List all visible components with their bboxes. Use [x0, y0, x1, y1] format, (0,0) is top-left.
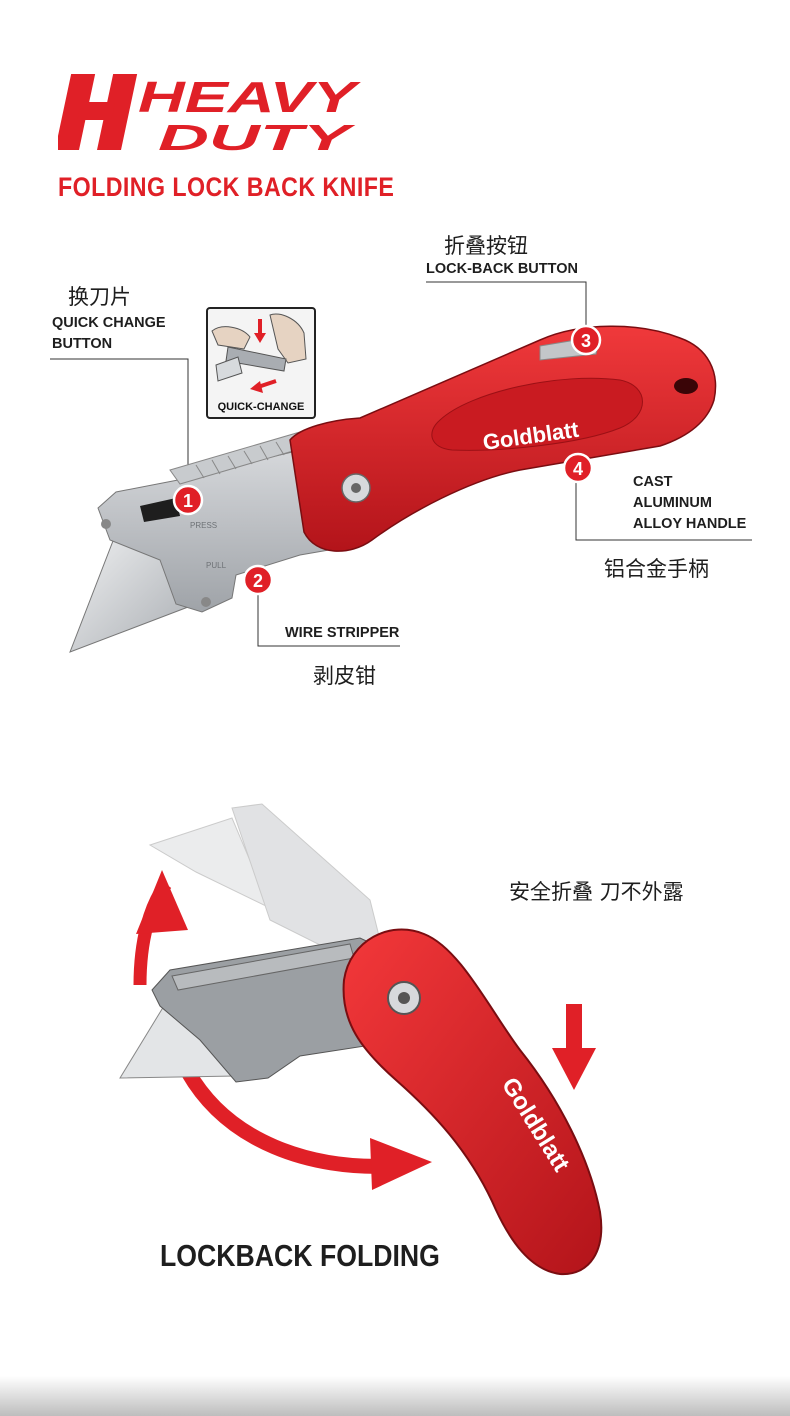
- logo-line2: DUTY: [158, 117, 356, 154]
- callout-4-en: CAST ALUMINUM ALLOY HANDLE: [633, 474, 747, 532]
- ghost-blade-position: [148, 803, 381, 951]
- pull-mark: PULL: [206, 561, 227, 570]
- press-mark: PRESS: [190, 521, 217, 530]
- knife-open-illustration: PRESS PULL Goldblatt 1 2 3 4: [50, 281, 752, 653]
- quick-change-label: QUICK-CHANGE: [217, 401, 305, 413]
- logo-line1: HEAVY: [138, 73, 361, 122]
- marker-3: 3: [570, 324, 602, 356]
- callout-2-cn: 剥皮钳: [313, 664, 376, 688]
- hand-press-icon: [211, 313, 307, 393]
- marker-2: 2: [242, 564, 274, 596]
- quick-change-inset: QUICK-CHANGE: [206, 307, 316, 419]
- svg-text:3: 3: [581, 331, 591, 351]
- marker-1: 1: [172, 484, 204, 516]
- heavy-duty-logo: HEAVY DUTY: [58, 73, 361, 154]
- svg-text:4: 4: [573, 459, 583, 479]
- folding-caption-en: LOCKBACK FOLDING: [160, 1238, 440, 1273]
- callout-1-en: QUICK CHANGE BUTTON: [52, 315, 166, 352]
- folding-caption-cn: 安全折叠 刀不外露: [509, 880, 684, 904]
- callout-2-en: WIRE STRIPPER: [285, 625, 400, 641]
- svg-text:1: 1: [183, 491, 193, 511]
- knife-folding-illustration: Goldblatt: [119, 803, 603, 1276]
- callout-3-cn: 折叠按钮: [444, 234, 528, 258]
- callout-1-cn: 换刀片: [68, 285, 131, 309]
- callout-4-cn: 铝合金手柄: [604, 557, 709, 581]
- marker-4: 4: [562, 452, 594, 484]
- product-subtitle: FOLDING LOCK BACK KNIFE: [58, 172, 395, 202]
- bottom-fade: [0, 1376, 790, 1416]
- callout-leader-lines: [50, 281, 752, 647]
- folding-handle: [342, 928, 603, 1276]
- svg-text:2: 2: [253, 571, 263, 591]
- callout-3-en: LOCK-BACK BUTTON: [426, 261, 578, 277]
